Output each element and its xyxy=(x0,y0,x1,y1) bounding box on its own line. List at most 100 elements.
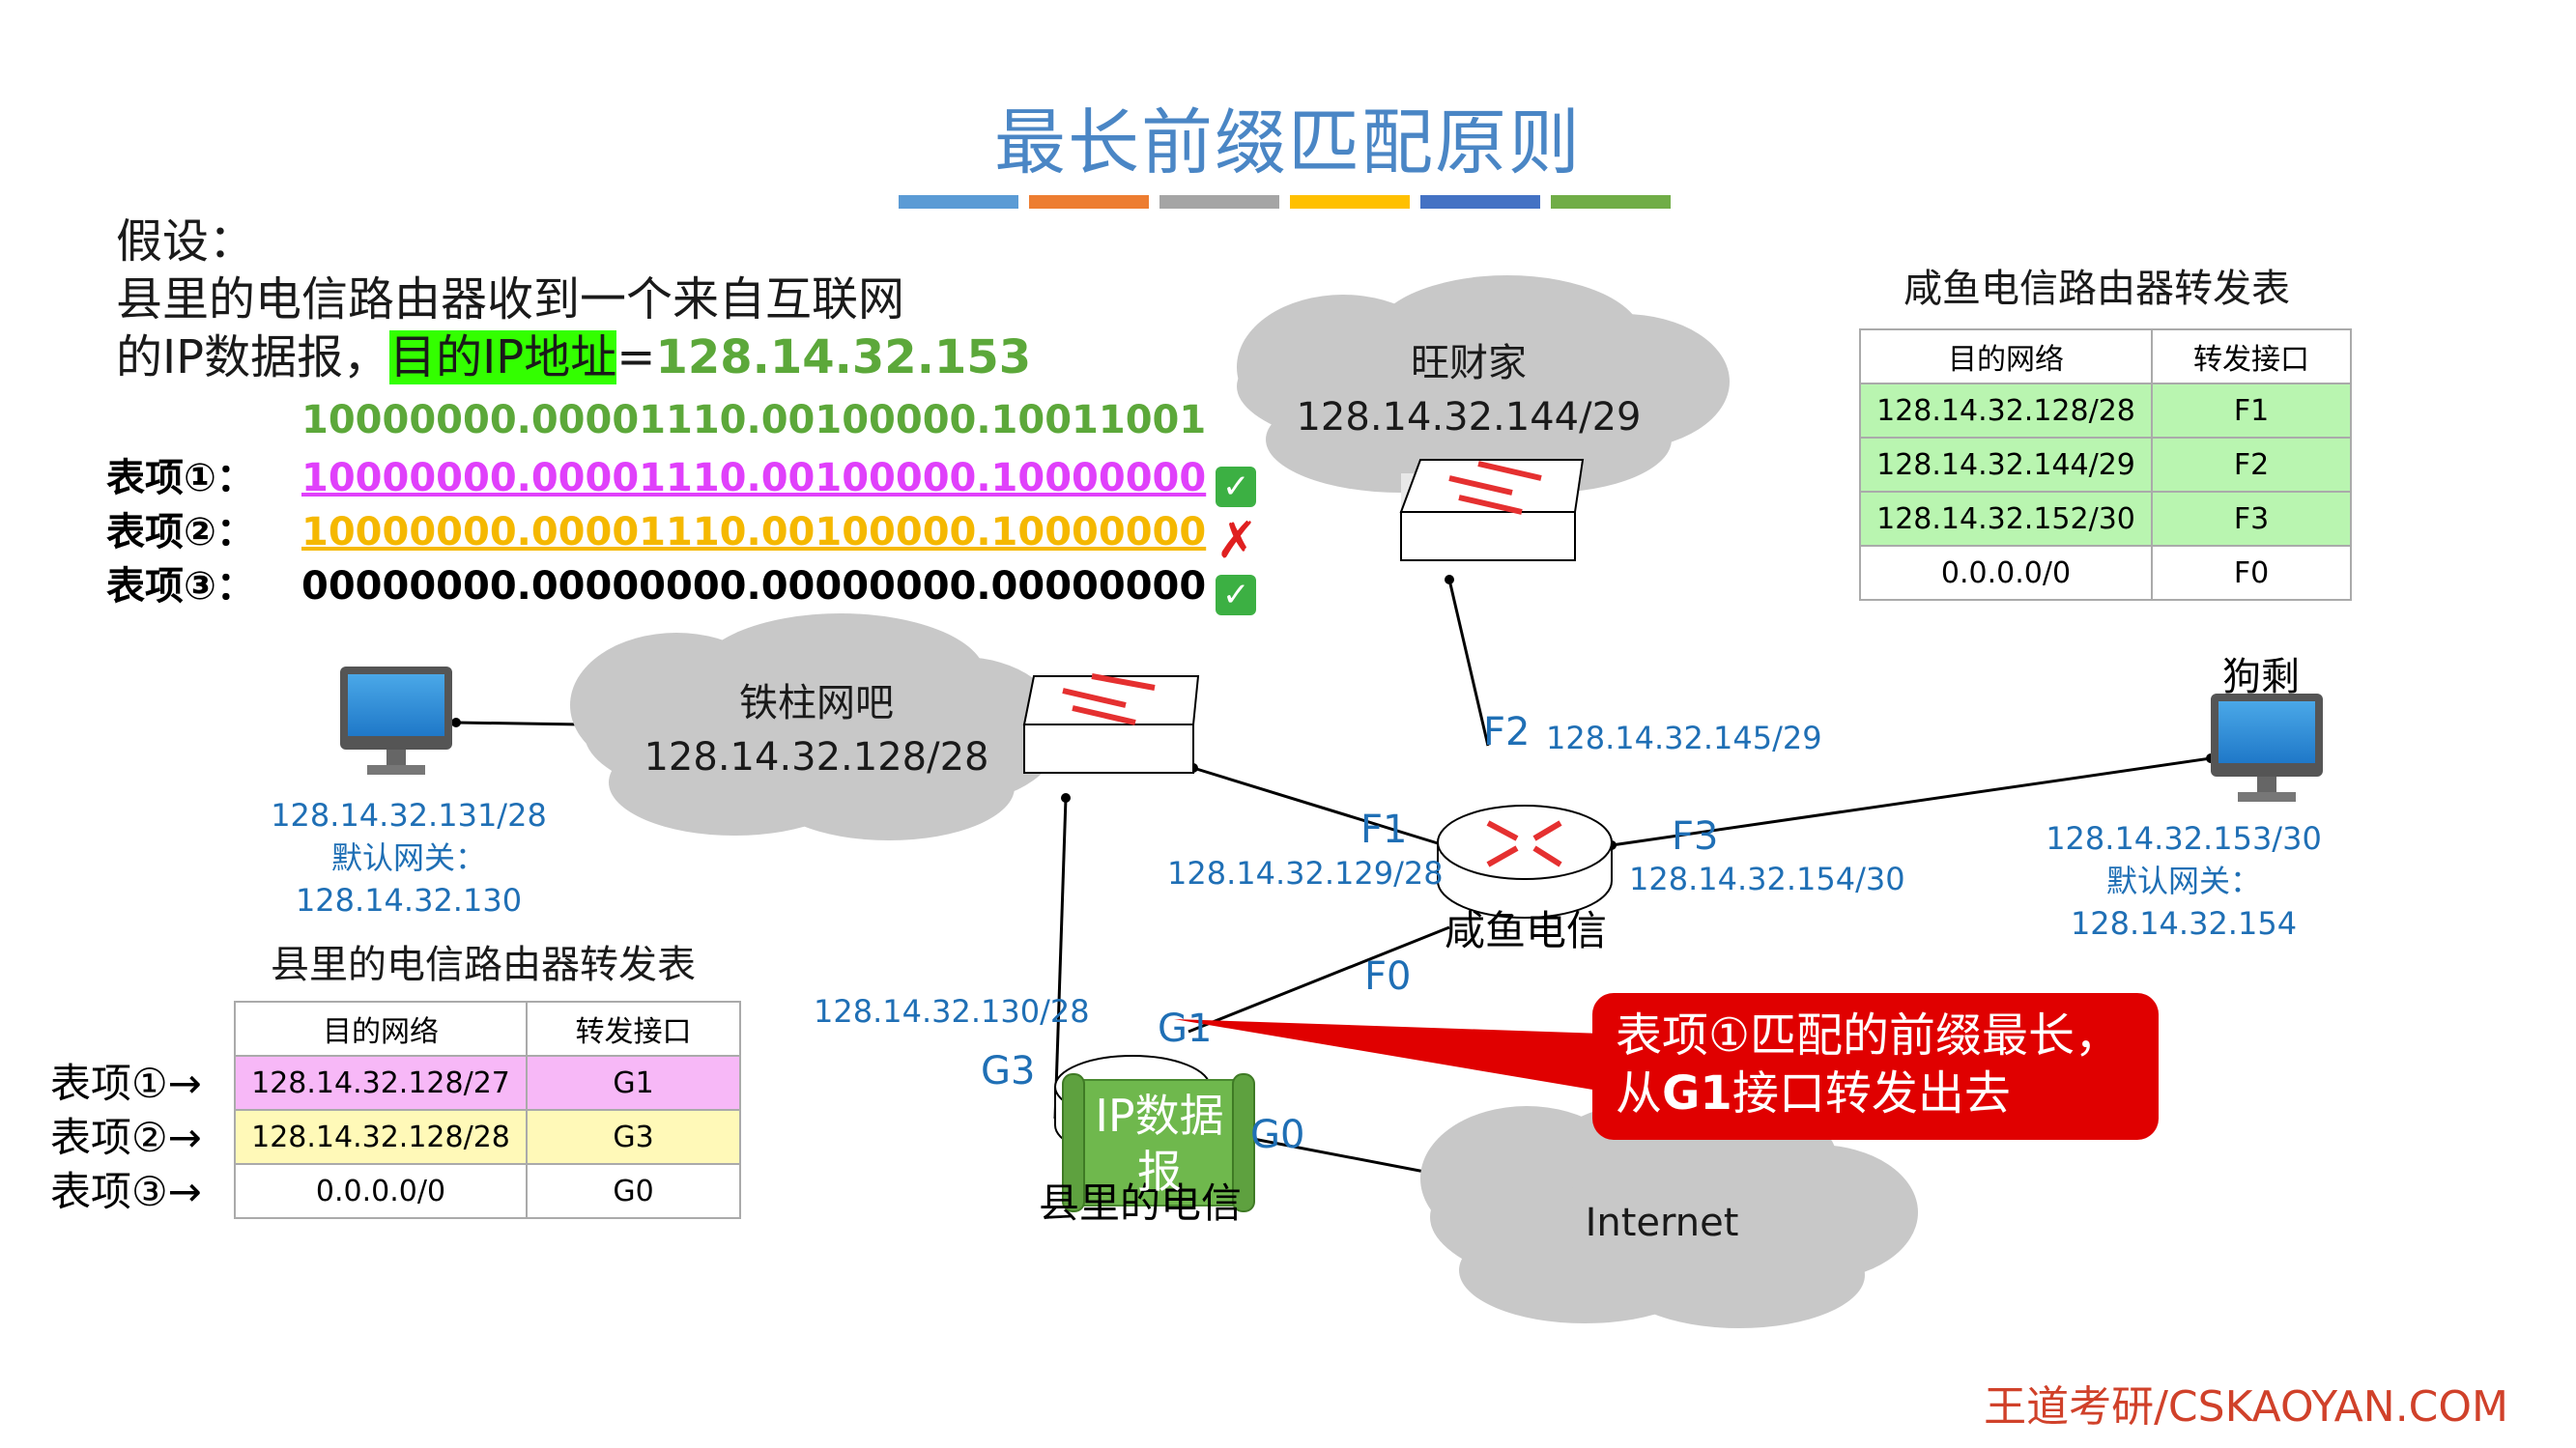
table-header-cell: 转发接口 xyxy=(526,1001,741,1057)
interface-g0-label: G0 xyxy=(1250,1113,1305,1157)
router-xianyu xyxy=(1437,805,1613,919)
table-cell: 128.14.32.144/29 xyxy=(1859,437,2153,493)
title-bar-4 xyxy=(1290,195,1410,209)
table-cell: 0.0.0.0/0 xyxy=(234,1163,528,1219)
callout-line-2-prefix: 从 xyxy=(1616,1066,1663,1121)
assumption-line-3: 的IP数据报，目的IP地址=128.14.32.153 xyxy=(116,328,1031,386)
table-row: 128.14.32.128/28 F1 xyxy=(1859,383,2352,439)
interface-f3-ip: 128.14.32.154/30 xyxy=(1629,861,1905,897)
network-wangcaijia-cidr: 128.14.32.144/29 xyxy=(1296,395,1642,440)
table-header-row: 目的网络 转发接口 xyxy=(234,1001,741,1057)
interface-g3-label: G3 xyxy=(981,1049,1036,1093)
table-row: 128.14.32.128/28 G3 xyxy=(234,1109,741,1165)
county-row-label-1: 表项①→ xyxy=(50,1060,202,1107)
interface-f1-ip: 128.14.32.129/28 xyxy=(1167,855,1444,892)
link-tiezhu-to-xianyu xyxy=(1192,766,1439,845)
dest-ip-eq: = xyxy=(616,330,656,384)
assumption-line-1: 假设： xyxy=(116,214,256,269)
switch-wangcaijia xyxy=(1399,459,1585,561)
county-table-title: 县里的电信路由器转发表 xyxy=(271,943,696,987)
dest-ip-value: 128.14.32.153 xyxy=(655,330,1032,384)
entry-3-row: 表项③：00000000.00000000.00000000.00000000✓ xyxy=(106,554,1257,615)
table-cell: 128.14.32.128/27 xyxy=(234,1055,528,1111)
page-title: 最长前缀匹配原则 xyxy=(994,101,1582,185)
entry-2-row: 表项②：10000000.00001110.00100000.10000000✗ xyxy=(106,500,1258,570)
table-cell: F1 xyxy=(2151,383,2352,439)
interface-f0-label: F0 xyxy=(1364,954,1412,999)
county-forwarding-table: 目的网络 转发接口 128.14.32.128/27 G1 128.14.32.… xyxy=(234,1001,741,1219)
entry-1-binary: 10000000.00001110.00100000.10000000 xyxy=(301,456,1207,500)
callout-line-2-suffix: 接口转发出去 xyxy=(1732,1066,2011,1121)
switch-tiezhu xyxy=(1022,673,1200,774)
network-wangcaijia-label: 旺财家 128.14.32.144/29 xyxy=(1285,336,1652,444)
entry-3-binary: 00000000.00000000.00000000.00000000 xyxy=(301,564,1207,609)
assumption-line-3-prefix: 的IP数据报， xyxy=(116,330,390,384)
assumption-text: 假设： 县里的电信路由器收到一个来自互联网 的IP数据报，目的IP地址=128.… xyxy=(116,213,1031,386)
footer-brand: 王道考研/CSKAOYAN.COM xyxy=(1984,1382,2508,1432)
table-row: 0.0.0.0/0 F0 xyxy=(1859,545,2352,601)
computer-icon-goushen xyxy=(2211,694,2323,802)
table-row: 0.0.0.0/0 G0 xyxy=(234,1163,741,1219)
interface-g1-label: G1 xyxy=(1158,1007,1213,1051)
interface-g3-ip: 128.14.32.130/28 xyxy=(814,993,1090,1030)
table-cell: G1 xyxy=(526,1055,741,1111)
router-county-name: 县里的电信 xyxy=(1039,1179,1243,1227)
interface-f2-ip: 128.14.32.145/29 xyxy=(1546,720,1822,756)
title-bar-3 xyxy=(1159,195,1279,209)
county-table-row-labels: 表项①→ 表项②→ 表项③→ xyxy=(50,1057,202,1219)
table-row: 128.14.32.128/27 G1 xyxy=(234,1055,741,1111)
table-cell: G3 xyxy=(526,1109,741,1165)
dest-ip-label: 目的IP地址 xyxy=(389,330,617,384)
callout-pointer xyxy=(1174,1019,1604,1092)
entry-1-row: 表项①：10000000.00001110.00100000.10000000✓ xyxy=(106,446,1257,507)
table-header-cell: 转发接口 xyxy=(2151,328,2352,384)
table-header-cell: 目的网络 xyxy=(234,1001,528,1057)
title-bar-1 xyxy=(899,195,1018,209)
entry-1-label: 表项①： xyxy=(106,456,255,500)
table-cell: G0 xyxy=(526,1163,741,1219)
ip-datagram-scroll xyxy=(1062,1073,1255,1212)
callout-interface: G1 xyxy=(1662,1066,1732,1121)
link-tiezhu-to-county xyxy=(1053,797,1068,1120)
table-cell: 0.0.0.0/0 xyxy=(1859,545,2153,601)
host-goushen-ip: 128.14.32.153/30 xyxy=(2046,820,2322,857)
interface-f1-label: F1 xyxy=(1360,808,1408,852)
entry-3-label: 表项③： xyxy=(106,564,255,609)
table-row: 128.14.32.152/30 F3 xyxy=(1859,491,2352,547)
host-left-ip: 128.14.32.131/28 xyxy=(271,797,547,834)
interface-f2-label: F2 xyxy=(1483,710,1531,754)
network-internet-label: Internet xyxy=(1585,1201,1739,1245)
title-bar-2 xyxy=(1029,195,1149,209)
host-left-gateway: 默认网关：128.14.32.130 xyxy=(295,839,523,919)
ip-datagram-label: IP数据报 xyxy=(1095,1090,1224,1198)
link-xianyu-to-county xyxy=(1188,925,1450,1034)
table-cell: F3 xyxy=(2151,491,2352,547)
table-header-row: 目的网络 转发接口 xyxy=(1859,328,2352,384)
router-xianyu-name: 咸鱼电信 xyxy=(1445,907,1608,954)
table-cell: F0 xyxy=(2151,545,2352,601)
network-tiezhu-name: 铁柱网吧 xyxy=(739,681,894,725)
table-cell: 128.14.32.152/30 xyxy=(1859,491,2153,547)
table-row: 128.14.32.144/29 F2 xyxy=(1859,437,2352,493)
host-goushen-info: 128.14.32.153/30 默认网关：128.14.32.154 xyxy=(2000,817,2367,945)
table-cell: 128.14.32.128/28 xyxy=(234,1109,528,1165)
dest-ip-binary: 10000000.00001110.00100000.10011001 xyxy=(301,398,1207,442)
cloud-wangcaijia xyxy=(1237,275,1730,493)
entry-2-binary: 10000000.00001110.00100000.10000000 xyxy=(301,510,1207,554)
xianyu-forwarding-table: 目的网络 转发接口 128.14.32.128/28 F1 128.14.32.… xyxy=(1859,328,2352,601)
network-wangcaijia-name: 旺财家 xyxy=(1411,341,1527,385)
cloud-tiezhu xyxy=(570,613,1063,840)
host-goushen-gateway: 默认网关：128.14.32.154 xyxy=(2070,863,2298,942)
network-tiezhu-cidr: 128.14.32.128/28 xyxy=(644,735,989,780)
link-xianyu-to-goushen xyxy=(1611,756,2212,847)
link-wangcai-to-xianyu xyxy=(1447,579,1490,747)
host-left-info: 128.14.32.131/28 默认网关：128.14.32.130 xyxy=(230,794,587,922)
cross-icon-entry-2: ✗ xyxy=(1216,511,1258,570)
table-cell: F2 xyxy=(2151,437,2352,493)
table-cell: 128.14.32.128/28 xyxy=(1859,383,2153,439)
callout-line-1: 表项①匹配的前缀最长， xyxy=(1616,1008,2122,1063)
host-goushen-name: 狗剩 xyxy=(2222,655,2300,699)
interface-f3-label: F3 xyxy=(1672,814,1719,859)
network-tiezhu-label: 铁柱网吧 128.14.32.128/28 xyxy=(633,676,1000,784)
